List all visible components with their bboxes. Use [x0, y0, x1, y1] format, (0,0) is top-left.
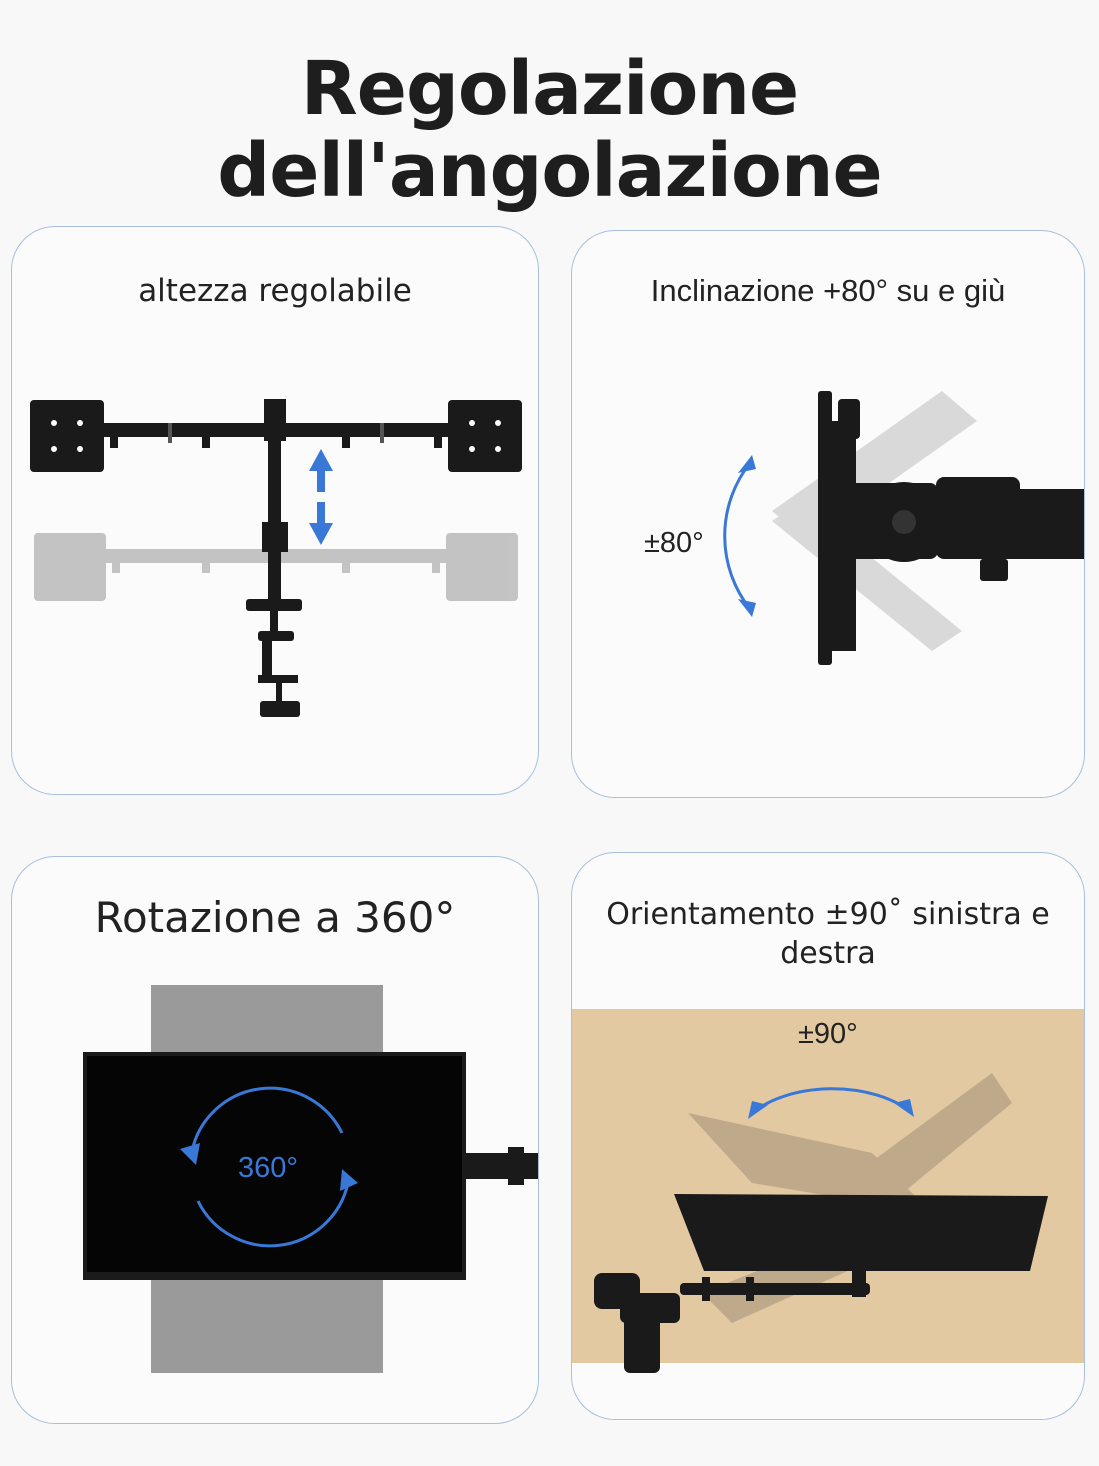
page-title: Regolazione dell'angolazione — [0, 48, 1099, 212]
raised-arm — [30, 399, 522, 717]
height-adjust-card: altezza regolabile — [11, 226, 539, 795]
vertical-arrow-icon — [309, 449, 333, 545]
height-adjust-illustration — [30, 399, 522, 717]
height-adjust-title: altezza regolabile — [138, 273, 412, 309]
tilt-illustration: ±80° — [644, 391, 1084, 665]
swivel-card: Orientamento ±90˚ sinistra e destra ±90° — [571, 852, 1085, 1420]
swivel-arc-icon — [751, 1087, 911, 1115]
title-line-1: Regolazione — [300, 46, 799, 132]
monitor-top-view — [674, 1194, 1048, 1271]
tilt-title: Inclinazione +80° su e giù — [650, 273, 1006, 308]
tilt-card: Inclinazione +80° su e giù ±80° — [571, 230, 1085, 798]
rotation-card: Rotazione a 360° 360° — [11, 856, 539, 1424]
monitor-arm — [460, 1153, 538, 1179]
swivel-arm — [594, 1237, 870, 1373]
rotation-angle-label: 360° — [238, 1152, 298, 1184]
swivel-illustration: ±90° — [572, 1009, 1084, 1373]
pivot-knob-icon — [892, 510, 916, 534]
rotation-title: Rotazione a 360° — [94, 893, 456, 942]
rotation-arc-top-icon — [190, 1086, 344, 1152]
swivel-angle-label: ±90° — [798, 1018, 858, 1050]
rotation-illustration: 360° — [83, 985, 538, 1373]
tilt-mount — [818, 391, 1084, 665]
rotation-arc-bottom-icon — [196, 1182, 350, 1248]
title-line-2: dell'angolazione — [217, 128, 882, 214]
tilt-arc-icon — [723, 462, 752, 610]
tilt-angle-label: ±80° — [644, 527, 704, 559]
swivel-title: Orientamento ±90˚ sinistra e destra — [606, 897, 1050, 971]
